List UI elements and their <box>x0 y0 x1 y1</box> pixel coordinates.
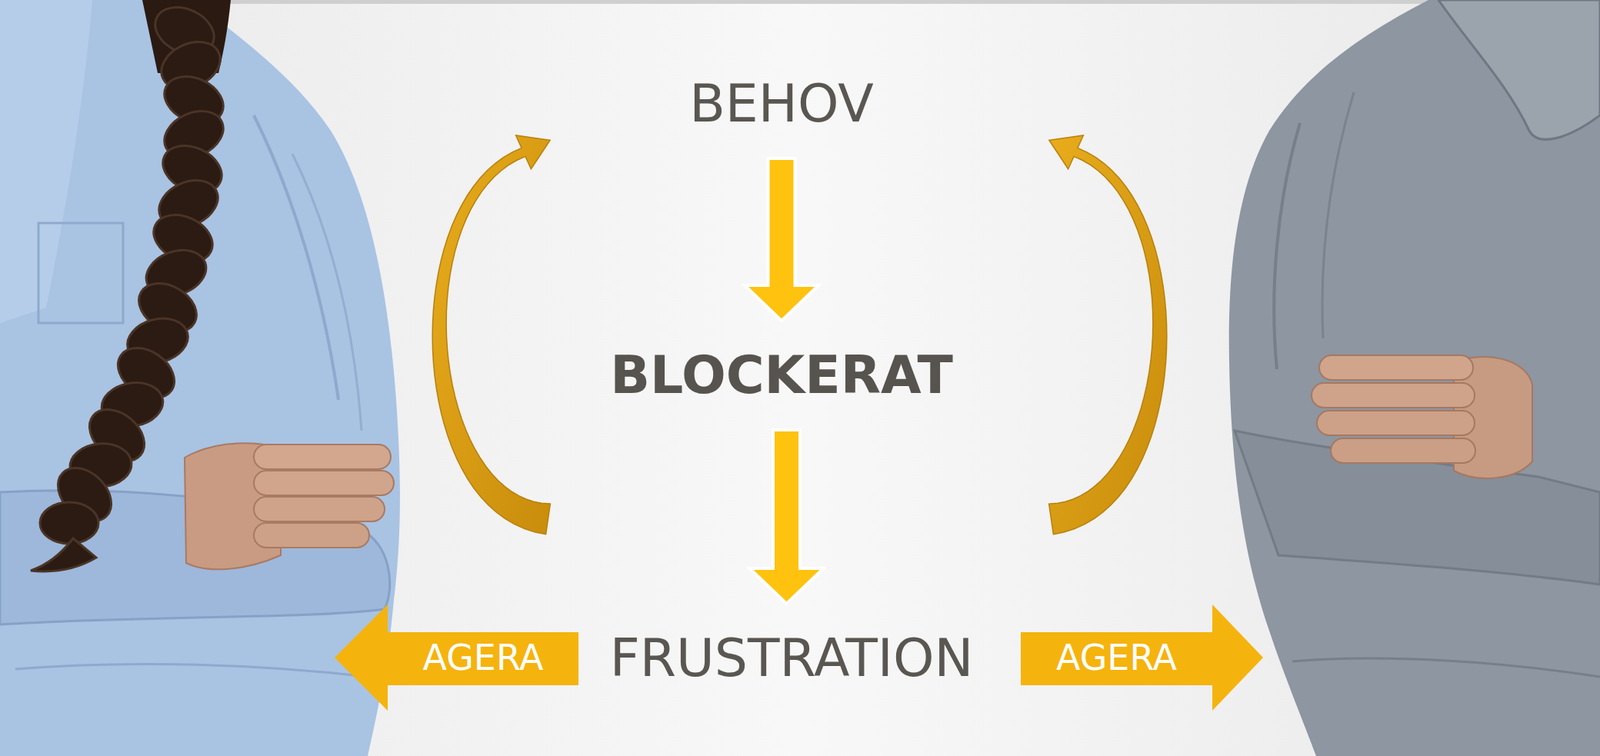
need-label: BEHOV <box>683 66 880 142</box>
shirt-fold <box>1322 92 1354 339</box>
frustration-label: FRUSTRATION <box>603 620 980 697</box>
woman-figure <box>0 0 400 756</box>
shirt-highlight <box>0 0 93 324</box>
top-bar <box>0 0 1600 4</box>
shirt-pocket <box>38 223 124 324</box>
arrow-shape-fill <box>334 604 579 711</box>
shirt-fold <box>1273 123 1300 370</box>
grey-shirt <box>1229 0 1600 756</box>
woman-hand <box>184 443 394 570</box>
arrow-label: AGERA <box>423 637 544 679</box>
braid-tip <box>30 538 97 572</box>
shirt-fold <box>15 663 370 677</box>
arrow-label: AGERA <box>1056 637 1177 679</box>
shirt-fold <box>292 153 362 431</box>
finger <box>253 496 385 522</box>
feedback-arrow <box>1049 135 1167 535</box>
man-hand <box>1311 355 1533 479</box>
arrow-shape-fill <box>1020 604 1264 711</box>
finger <box>253 444 391 470</box>
node-label: BEHOV <box>689 73 874 134</box>
finger <box>1330 438 1476 464</box>
blue-shirt <box>0 0 400 756</box>
connectors <box>432 135 1167 604</box>
finger <box>253 470 394 496</box>
act-arrow-right: AGERA <box>1020 604 1264 711</box>
node-label: FRUSTRATION <box>610 628 974 689</box>
finger <box>253 523 370 548</box>
finger <box>1311 383 1475 408</box>
shirt-collar <box>1438 0 1600 140</box>
finger <box>1319 355 1474 380</box>
blocked-label: BLOCKERAT <box>603 337 960 414</box>
shirt-fold <box>253 115 339 400</box>
shirt-fold <box>1292 658 1600 677</box>
braid-segment <box>40 502 99 544</box>
act-arrow-left: AGERA <box>334 604 579 711</box>
flow-arrow <box>744 158 819 321</box>
finger <box>1316 410 1475 436</box>
node-label: BLOCKERAT <box>610 345 954 406</box>
flow-arrow <box>749 430 824 604</box>
forearm-sleeve <box>1234 430 1600 585</box>
man-figure <box>1229 0 1600 756</box>
feedback-arrow <box>432 135 550 535</box>
